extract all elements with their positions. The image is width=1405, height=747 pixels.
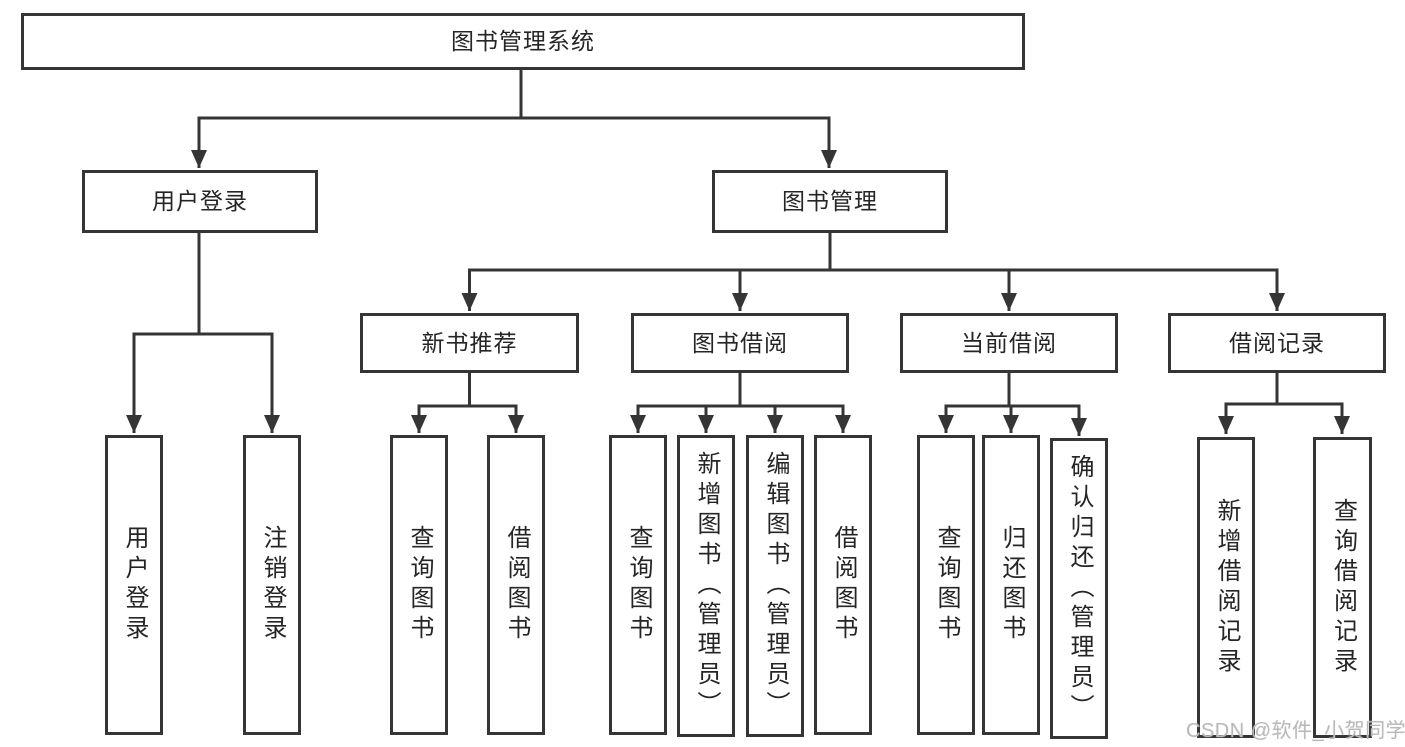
leaf-query-books-borrow: 查询图书: [609, 435, 667, 735]
leaf-edit-books-admin: 编辑图书（管理员）: [746, 435, 804, 737]
node-current-borrow: 当前借阅: [900, 313, 1118, 373]
leaf-confirm-return-admin: 确认归还（管理员）: [1050, 438, 1108, 739]
leaf-query-books-current: 查询图书: [917, 435, 975, 735]
leaf-borrow-books-recommend: 借阅图书: [487, 435, 545, 735]
connector-root: [191, 69, 837, 168]
connector-borrow-records: [1218, 372, 1350, 434]
leaf-query-borrow-record: 查询借阅记录: [1313, 437, 1372, 738]
connector-current-borrow: [938, 372, 1087, 436]
connector-user-login: [126, 232, 280, 433]
node-new-book-recommend: 新书推荐: [360, 313, 579, 373]
csdn-watermark: CSDN @软件_小贺同学: [1186, 720, 1405, 742]
leaf-return-books: 归还图书: [982, 435, 1040, 735]
leaf-logout: 注销登录: [243, 435, 301, 735]
leaf-borrow-books: 借阅图书: [814, 435, 872, 735]
node-book-borrow: 图书借阅: [631, 313, 849, 373]
leaf-query-books-recommend: 查询图书: [390, 435, 448, 735]
connector-book-management: [461, 232, 1285, 311]
connector-book-borrow: [630, 372, 851, 433]
connector-new-book-recommend: [411, 372, 524, 433]
root-node-library-management-system: 图书管理系统: [21, 13, 1025, 70]
leaf-add-books-admin: 新增图书（管理员）: [677, 435, 735, 737]
leaf-user-login: 用户登录: [105, 435, 163, 735]
node-book-management: 图书管理: [712, 170, 948, 233]
leaf-add-borrow-record: 新增借阅记录: [1197, 437, 1255, 738]
node-user-login: 用户登录: [82, 170, 318, 233]
node-borrow-records: 借阅记录: [1168, 313, 1386, 373]
